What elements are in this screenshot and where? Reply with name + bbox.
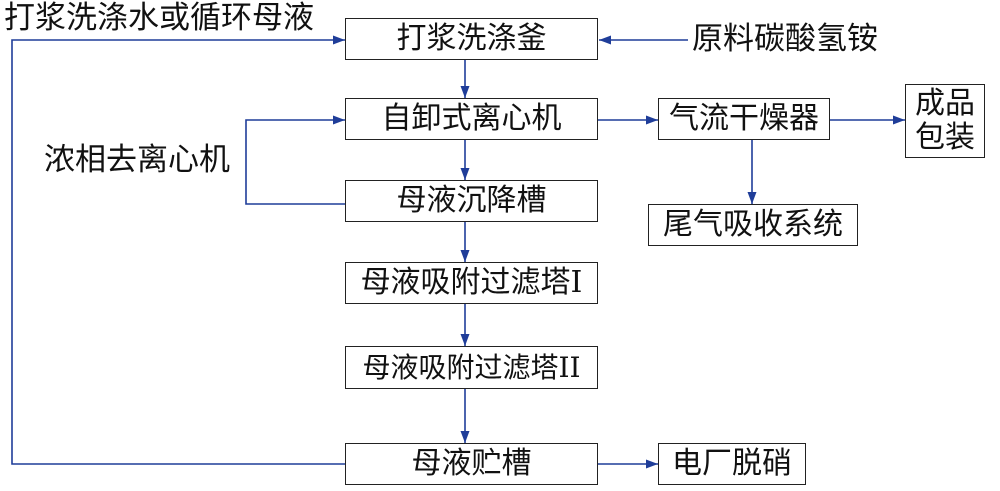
node-self-unloading-centrifuge: 自卸式离心机 (345, 98, 598, 140)
node-finished-product-packaging: 成品 包装 (905, 84, 985, 158)
node-label: 电厂脱硝 (672, 446, 792, 481)
node-flash-dryer: 气流干燥器 (658, 98, 830, 140)
node-adsorption-tower-2: 母液吸附过滤塔II (345, 346, 598, 389)
node-slurry-wash-kettle: 打浆洗涤釜 (345, 18, 598, 60)
node-label: 自卸式离心机 (381, 101, 562, 136)
arrow-dense-phase-to-centrifuge (245, 115, 345, 205)
node-label: 尾气吸收系统 (663, 207, 843, 242)
node-mother-liquor-settling-tank: 母液沉降槽 (345, 180, 598, 222)
node-label: 打浆洗涤釜 (396, 21, 547, 56)
node-power-plant-denitration: 电厂脱硝 (658, 443, 806, 485)
node-label-line-1: 成品 (915, 86, 975, 121)
node-label: 母液吸附过滤塔I (360, 265, 583, 300)
node-label-line-2: 包装 (915, 120, 975, 155)
node-label: 母液吸附过滤塔II (362, 350, 581, 384)
node-label: 母液贮槽 (411, 446, 532, 481)
node-tail-gas-absorption: 尾气吸收系统 (648, 204, 858, 246)
raw-material-label: 原料碳酸氢铵 (692, 21, 878, 57)
node-adsorption-tower-1: 母液吸附过滤塔I (345, 262, 598, 304)
node-label: 母液沉降槽 (396, 183, 547, 218)
node-mother-liquor-storage-tank: 母液贮槽 (345, 443, 598, 485)
arrow-recycle-loop (11, 35, 345, 465)
node-label: 气流干燥器 (669, 101, 819, 136)
recycle-input-label: 打浆洗涤水或循环母液 (4, 0, 314, 36)
dense-phase-label: 浓相去离心机 (44, 142, 230, 178)
